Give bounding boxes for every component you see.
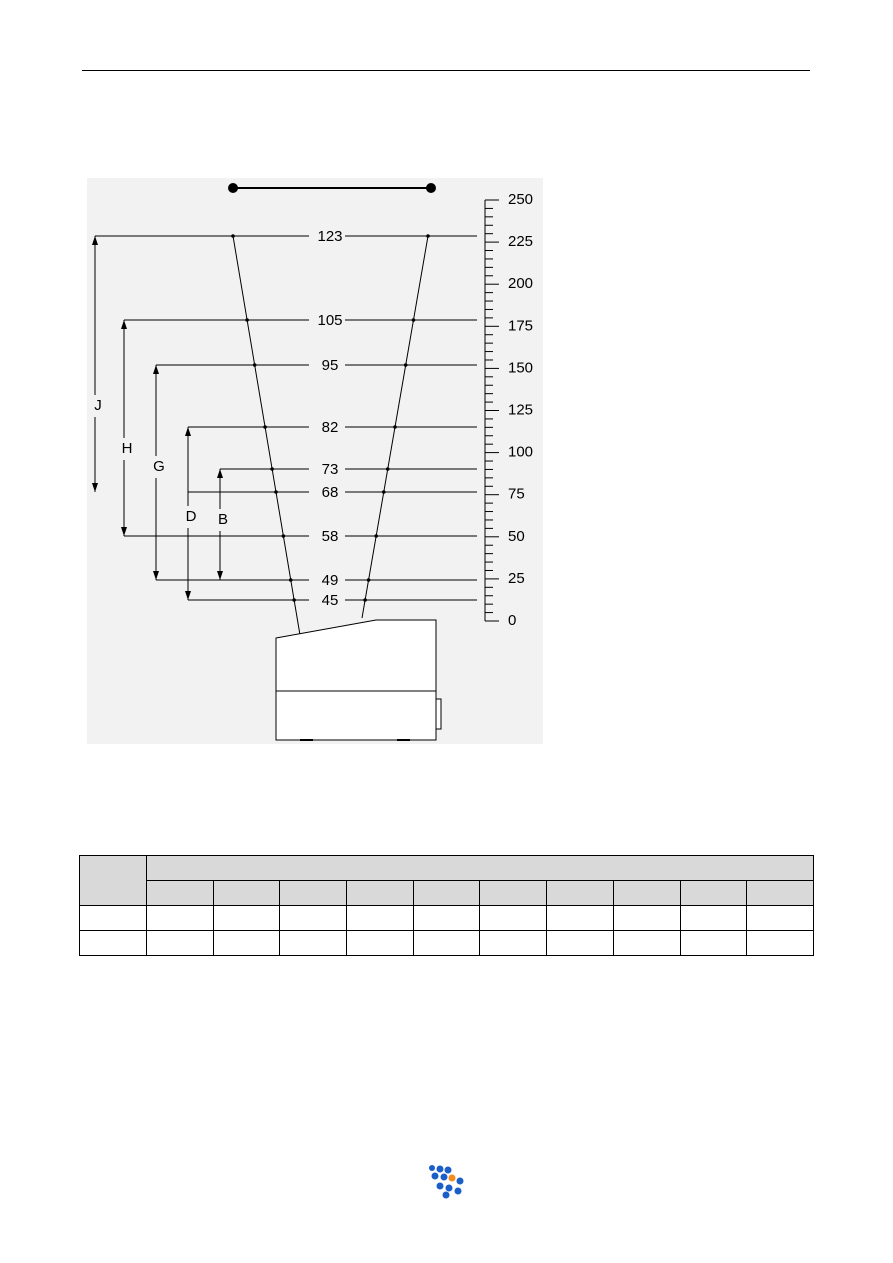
company-logo <box>429 1165 464 1199</box>
dimension-arrows: J H G D B <box>92 236 228 600</box>
table-row <box>79 930 814 956</box>
reading-distance-label: 73 <box>322 461 339 478</box>
dimension-label: H <box>122 440 133 457</box>
table-cell <box>612 930 681 956</box>
table-column-header <box>612 880 681 906</box>
reading-distance-label: 123 <box>317 228 342 245</box>
scale-tick-label: 75 <box>508 486 525 503</box>
table-cell <box>746 905 814 931</box>
barcode-bar-end-right <box>426 183 436 193</box>
table-cell <box>346 930 414 956</box>
reading-distance-label: 58 <box>322 528 339 545</box>
scanner-device <box>275 619 442 741</box>
table-cell <box>612 905 681 931</box>
table-column-header <box>479 880 548 906</box>
dimension-label: J <box>94 397 102 414</box>
table-cell <box>79 930 147 956</box>
dimension-label: G <box>153 458 165 475</box>
table-column-header <box>346 880 414 906</box>
table-cell <box>212 905 281 931</box>
dimension-label: D <box>186 508 197 525</box>
table-cell <box>479 930 548 956</box>
table-cell <box>479 905 548 931</box>
scale-tick-label: 125 <box>508 401 533 418</box>
table-cell <box>546 905 614 931</box>
table-cell <box>412 930 481 956</box>
reading-distance-label: 45 <box>322 592 339 609</box>
dimension-label: B <box>218 511 228 528</box>
scale-tick-label: 250 <box>508 191 533 208</box>
table-cell <box>679 905 748 931</box>
reading-distance-label: 68 <box>322 484 339 501</box>
scale-tick-label: 50 <box>508 528 525 545</box>
scale-tick-label: 100 <box>508 444 533 461</box>
table-column-header <box>146 880 214 906</box>
header-rule <box>82 70 810 71</box>
scale-tick-label: 225 <box>508 233 533 250</box>
reading-distance-label: 49 <box>322 572 339 589</box>
reading-distance-label: 82 <box>322 419 339 436</box>
table-cell <box>679 930 748 956</box>
scale-tick-label: 150 <box>508 359 533 376</box>
table-column-header <box>279 880 348 906</box>
table-column-header <box>412 880 481 906</box>
scan-beam-left-edge <box>232 235 301 636</box>
reading-distance-label: 105 <box>317 312 342 329</box>
table-cell <box>146 930 214 956</box>
table-row <box>79 905 814 931</box>
reading-distance-label: 95 <box>322 357 339 374</box>
scale-tick-label: 200 <box>508 275 533 292</box>
scan-beam-right-edge <box>361 235 429 619</box>
reading-distance-lines: 123 105 95 82 73 68 58 49 45 <box>95 228 477 609</box>
table-cell <box>546 930 614 956</box>
scale-tick-label: 175 <box>508 317 533 334</box>
table-cell <box>746 930 814 956</box>
table-cell <box>146 905 214 931</box>
table-cell <box>279 930 348 956</box>
table-column-header <box>746 880 814 906</box>
table-column-header <box>679 880 748 906</box>
spec-table <box>79 855 814 956</box>
table-cell <box>279 905 348 931</box>
table-corner-cell <box>79 855 147 906</box>
table-column-header <box>546 880 614 906</box>
table-cell <box>212 930 281 956</box>
table-group-header <box>146 855 814 881</box>
table-column-header <box>212 880 281 906</box>
table-cell <box>79 905 147 931</box>
barcode-bar-end-left <box>228 183 238 193</box>
table-cell <box>412 905 481 931</box>
table-cell <box>346 905 414 931</box>
scale-tick-label: 0 <box>508 612 516 629</box>
scale-tick-label: 25 <box>508 570 525 587</box>
